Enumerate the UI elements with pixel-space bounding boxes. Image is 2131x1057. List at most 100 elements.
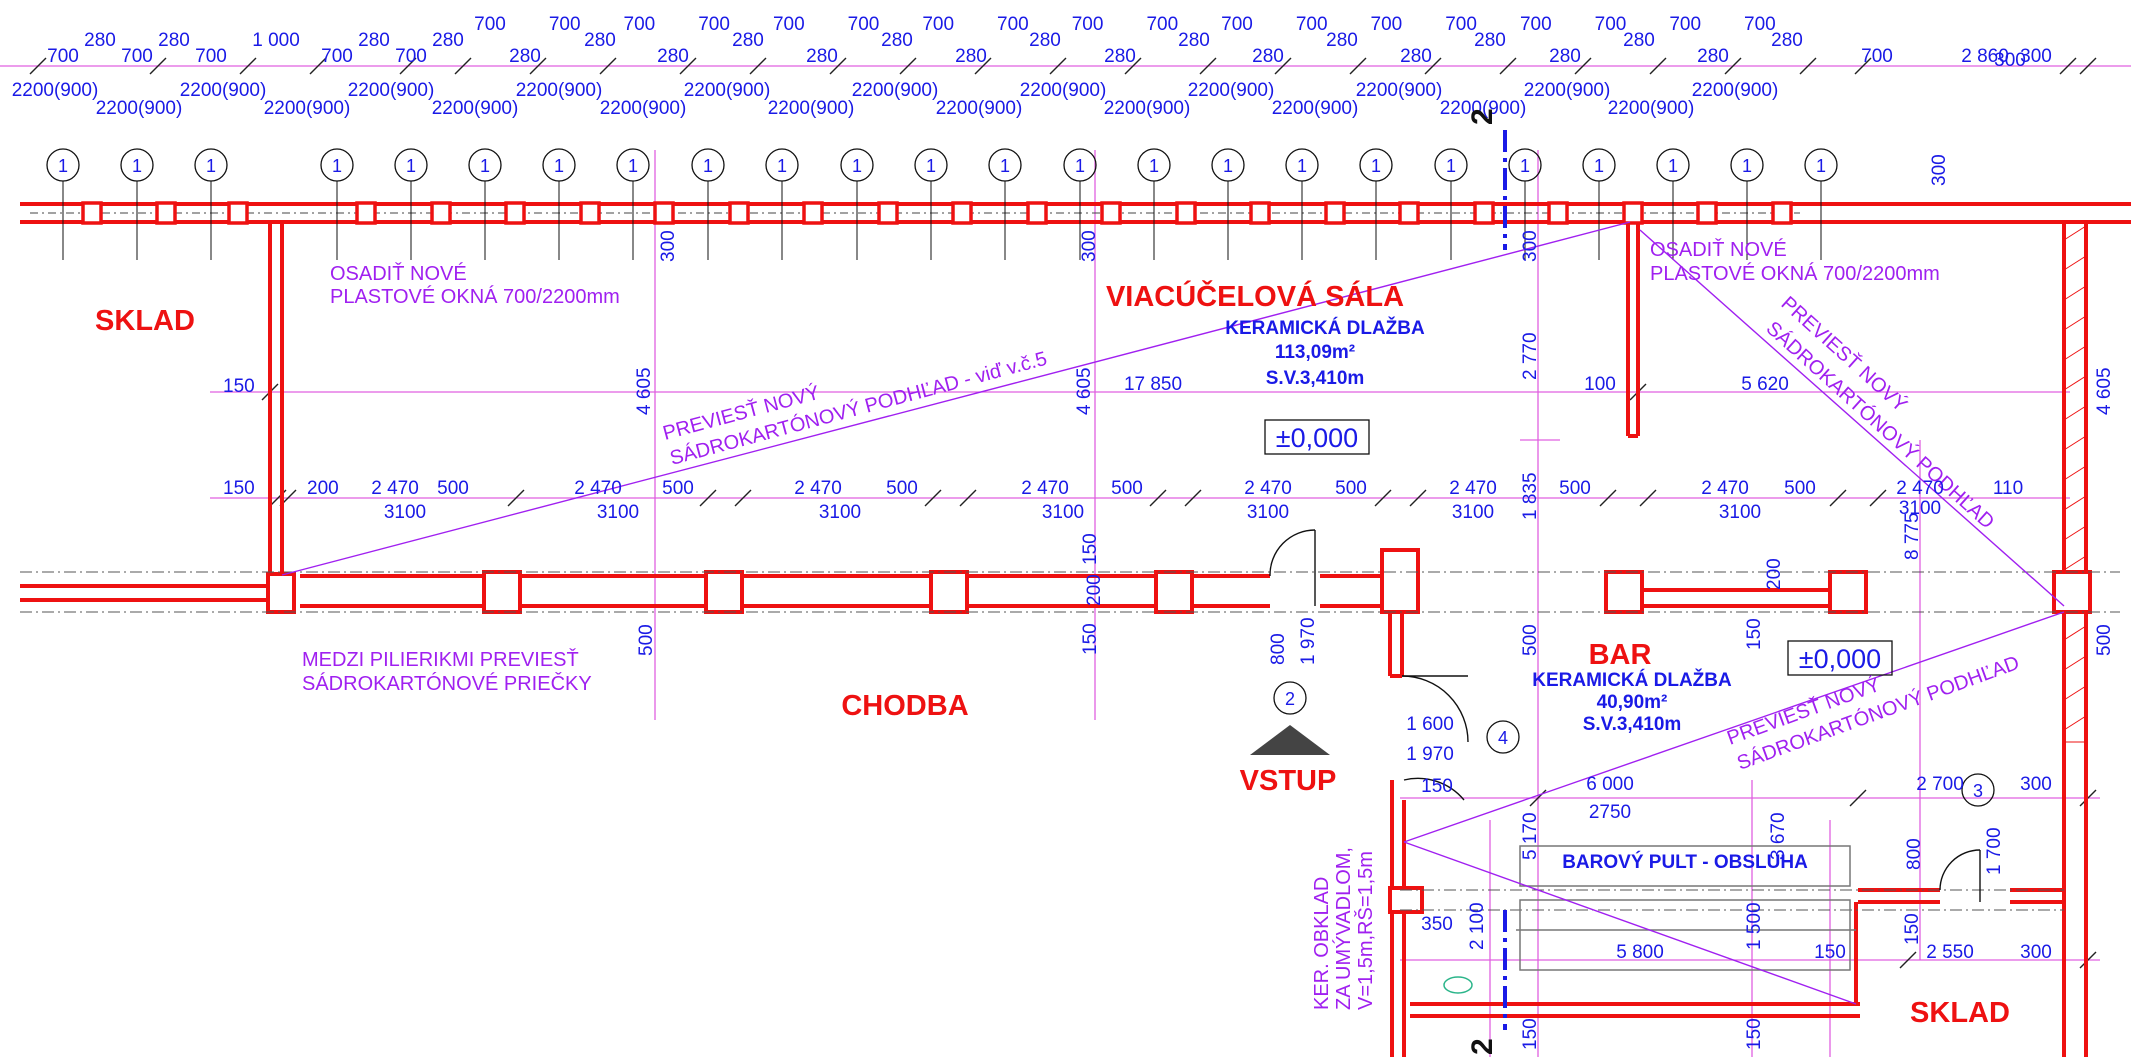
- dim-top-row2: 280: [432, 30, 464, 51]
- dim-3100-6: 3100: [1452, 502, 1494, 523]
- dim-2470-6: 2 470: [1449, 478, 1497, 499]
- room-label-sklad-right: SKLAD: [1910, 997, 2010, 1029]
- dim-top-row1: 700: [1371, 14, 1403, 35]
- window-marker: 1: [1359, 148, 1393, 260]
- dim-top-row1: 700: [698, 14, 730, 35]
- note-tiles-3: V=1,5m,RŠ=1,5m: [1354, 851, 1377, 1010]
- dim-top-row2: 280: [1771, 30, 1803, 51]
- dim-2470-1: 2 470: [371, 478, 419, 499]
- dim-top-row1: 700: [624, 14, 656, 35]
- dim-17850: 17 850: [1124, 374, 1182, 395]
- note-tiles-2: ZA UMÝVADLOM,: [1332, 847, 1355, 1010]
- dim-2470-5: 2 470: [1244, 478, 1292, 499]
- dim-top-row2: 280: [1623, 30, 1655, 51]
- hatched-wall: [2063, 221, 2087, 743]
- window-pier: [1473, 201, 1495, 225]
- dim-3100-1: 3100: [384, 502, 426, 523]
- dim-top-row2: 280: [1549, 46, 1581, 67]
- section-mark-top: 2: [1466, 108, 1499, 125]
- dim-500-6: 500: [1559, 478, 1591, 499]
- window-pier: [579, 201, 601, 225]
- room-label-sklad-left: SKLAD: [95, 305, 195, 337]
- dimension-row-bottom: 2200(900) 2200(900) 2200(900) 2200(900) 2200…: [12, 80, 1779, 119]
- bar-floor-height: S.V.3,410m: [1583, 714, 1682, 735]
- window-pier: [1100, 201, 1122, 225]
- walls: [20, 222, 2088, 1057]
- window-marker: 1: [1434, 148, 1468, 260]
- dim-top-row3: 2200(900): [516, 80, 603, 101]
- dim-3100-7: 3100: [1719, 502, 1761, 523]
- dim-2470-2: 2 470: [574, 478, 622, 499]
- dim-top-row2: 280: [1474, 30, 1506, 51]
- note-windows-right-2: PLASTOVÉ OKNÁ 700/2200mm: [1650, 262, 1940, 285]
- bar-counter: [1516, 845, 1856, 971]
- window-marker: 1: [691, 148, 725, 260]
- note-windows-left-1: OSADIŤ NOVÉ: [330, 262, 467, 285]
- window-marker-label: 1: [703, 156, 713, 176]
- dim-top-row1: 700: [922, 14, 954, 35]
- window-marker: 1: [914, 148, 948, 260]
- dim-top-row2: 700: [121, 46, 153, 67]
- window-marker: 1: [468, 148, 502, 260]
- vdim-500-c: 500: [2094, 624, 2115, 656]
- window-marker: 1: [1211, 148, 1245, 260]
- window-pier: [430, 201, 452, 225]
- dim-top-row2: 280: [584, 30, 616, 51]
- entry-arrow-icon: [1250, 725, 1330, 755]
- dim-300-c: 300: [1994, 50, 2026, 71]
- vdim-8775: 8 775: [1902, 512, 1923, 560]
- dim-top-row2: 700: [195, 46, 227, 67]
- window-pier: [81, 201, 103, 225]
- dim-2470-4: 2 470: [1021, 478, 1069, 499]
- window-marker: 1: [840, 148, 874, 260]
- vdim-800-b: 800: [1904, 838, 1925, 870]
- window-pier: [877, 201, 899, 225]
- sala-floor-height: S.V.3,410m: [1266, 368, 1365, 389]
- dim-2700: 2 700: [1916, 774, 1964, 795]
- dim-150-b: 150: [223, 478, 255, 499]
- window-marker: 1: [1063, 148, 1097, 260]
- dimension-ticks: [29, 57, 2097, 969]
- window-pier: [1026, 201, 1048, 225]
- sala-floor-area: 113,09m²: [1275, 342, 1355, 363]
- window-pier: [155, 201, 177, 225]
- door-marker-bar: 3: [1973, 781, 1983, 801]
- window-marker-label: 1: [1520, 156, 1530, 176]
- vdim-4605-a: 4 605: [634, 367, 655, 415]
- window-marker-label: 1: [1000, 156, 1010, 176]
- wall-hatch: [2063, 225, 2087, 731]
- dim-top-row2: 280: [955, 46, 987, 67]
- dim-top-row3: 2200(900): [1608, 98, 1695, 119]
- dimension-labels: 150 17 850 100 5 620 150 200 2 470 500 3…: [223, 50, 2052, 963]
- dim-top-row3: 2200(900): [1104, 98, 1191, 119]
- dim-top-row2: 280: [657, 46, 689, 67]
- window-pier: [1398, 201, 1420, 225]
- vertical-dimension-labels: 4 605 4 605 4 605 300 300 300 300 2 770 …: [634, 154, 2115, 1050]
- dim-top-row2: 280: [1252, 46, 1284, 67]
- room-label-sala: VIACÚČELOVÁ SÁLA: [1106, 279, 1404, 313]
- window-marker-label: 1: [852, 156, 862, 176]
- dim-top-row2: 280: [509, 46, 541, 67]
- window-pier: [1324, 201, 1346, 225]
- pillars: [266, 548, 2092, 914]
- window-marker-label: 1: [1446, 156, 1456, 176]
- dim-top-row2: 300: [2020, 46, 2052, 67]
- dim-top-row1: 700: [1296, 14, 1328, 35]
- dim-200: 200: [307, 478, 339, 499]
- dimension-lines: [0, 65, 2131, 1057]
- door-marker-entry: 2: [1285, 689, 1295, 709]
- window-marker: 1: [765, 148, 799, 260]
- vdim-500-b: 500: [1520, 624, 1541, 656]
- dim-top-row3: 2200(900): [1440, 98, 1527, 119]
- window-pier: [1622, 201, 1644, 225]
- dim-2470-8: 2 470: [1896, 478, 1944, 499]
- window-marker: 1: [1656, 148, 1690, 260]
- dim-top-row3: 2200(900): [768, 98, 855, 119]
- door-markers: [1273, 681, 1995, 807]
- corridor-axis: [20, 571, 2120, 911]
- dim-top-row2: 2 860: [1961, 46, 2009, 67]
- level-box-bar: [1787, 640, 1893, 676]
- window-marker: 1: [616, 148, 650, 260]
- dim-top-row2: 1 000: [252, 30, 300, 51]
